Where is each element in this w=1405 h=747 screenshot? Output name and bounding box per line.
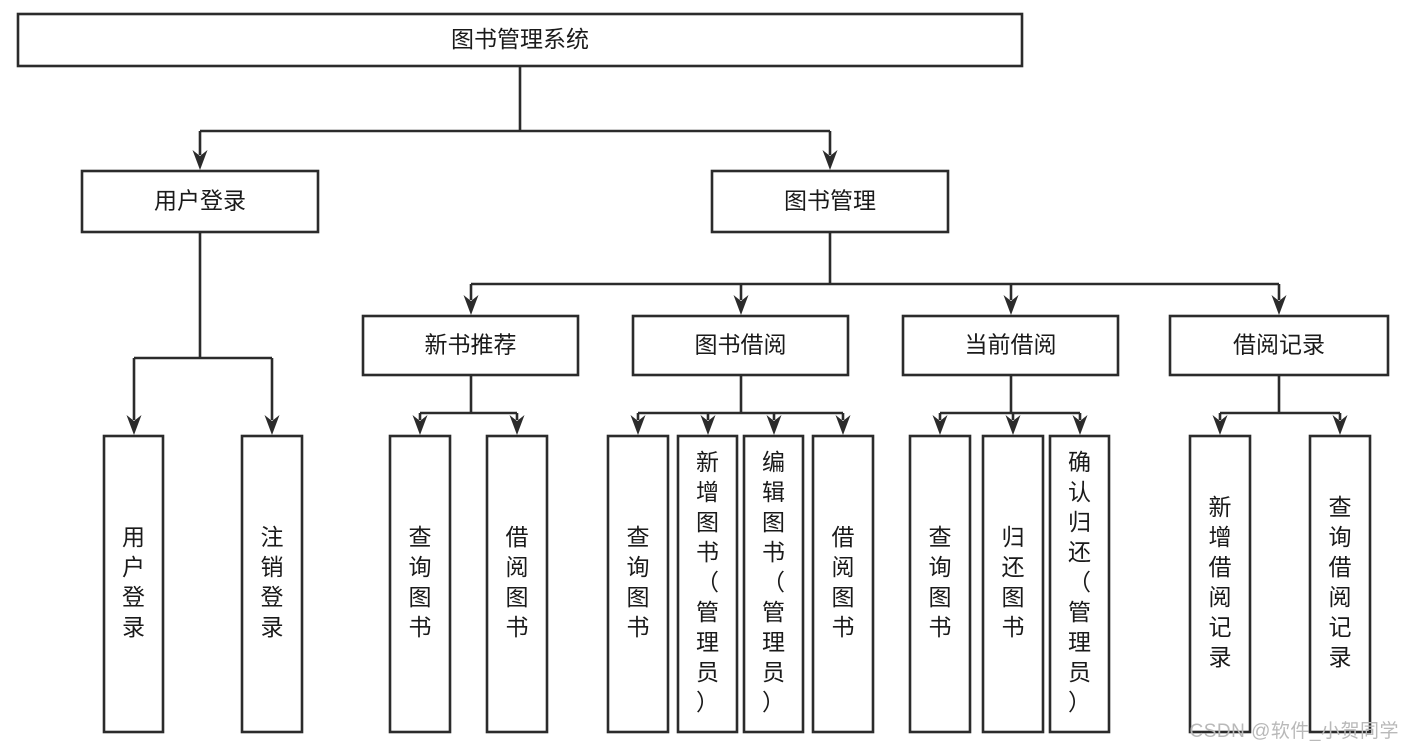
node-leaf-cu-confirm[interactable]: 确认归还（管理员） [1048,434,1111,734]
arrowhead-icon [630,415,646,435]
node-l2-user-login[interactable]: 用户登录 [80,169,320,234]
arrowhead-icon [192,150,208,170]
arrowhead-icon [822,150,838,170]
arrowhead-icon [1332,415,1348,435]
node-box [1048,434,1111,734]
node-leaf-nb-borrow[interactable]: 借阅图书 [485,434,549,734]
node-label: 借阅图书 [832,524,855,640]
node-label: 查询图书 [409,524,432,640]
arrowhead-icon [126,415,142,435]
arrowhead-icon [1005,415,1021,435]
node-label: 新增图书（管理员） [696,449,719,715]
connector-layer [126,66,1348,435]
node-label: 借阅记录 [1233,332,1325,358]
arrowhead-icon [463,295,479,315]
arrowhead-icon [835,415,851,435]
node-label: 新增借阅记录 [1209,494,1232,670]
node-box [361,314,580,377]
arrowhead-icon [509,415,525,435]
node-leaf-bo-query[interactable]: 查询图书 [606,434,670,734]
node-box [606,434,670,734]
arrowhead-icon [733,295,749,315]
node-label: 新书推荐 [425,332,517,358]
arrowhead-icon [932,415,948,435]
node-leaf-rc-add[interactable]: 新增借阅记录 [1188,434,1252,734]
node-label: 确认归还（管理员） [1068,449,1091,715]
node-label: 查询图书 [929,524,952,640]
node-box [631,314,850,377]
node-leaf-logout[interactable]: 注销登录 [240,434,304,734]
arrowhead-icon [1271,295,1287,315]
node-box [1308,434,1372,734]
node-leaf-user-login[interactable]: 用户登录 [102,434,165,734]
node-box [901,314,1120,377]
node-box [1188,434,1252,734]
arrowhead-icon [264,415,280,435]
node-box [676,434,739,734]
node-label: 用户登录 [122,524,145,640]
arrowhead-icon [700,415,716,435]
node-label: 图书管理 [784,188,876,214]
node-label: 编辑图书（管理员） [762,449,785,715]
node-box [710,169,950,234]
arrowhead-icon [412,415,428,435]
node-label: 查询图书 [627,524,650,640]
node-label: 图书管理系统 [451,26,589,52]
node-layer: 图书管理系统用户登录图书管理新书推荐图书借阅当前借阅借阅记录用户登录注销登录查询… [16,12,1390,734]
node-leaf-cu-query[interactable]: 查询图书 [908,434,972,734]
node-leaf-nb-query[interactable]: 查询图书 [388,434,452,734]
node-root[interactable]: 图书管理系统 [16,12,1024,68]
node-label: 注销登录 [261,524,284,640]
node-label: 借阅图书 [506,524,529,640]
node-box [16,12,1024,68]
node-label: 用户登录 [154,188,246,214]
node-label: 归还图书 [1002,524,1025,640]
node-box [80,169,320,234]
node-l2-book-mgmt[interactable]: 图书管理 [710,169,950,234]
node-label: 查询借阅记录 [1329,494,1352,670]
node-leaf-rc-query[interactable]: 查询借阅记录 [1308,434,1372,734]
node-box [1168,314,1390,377]
node-l3-borrow[interactable]: 图书借阅 [631,314,850,377]
node-box [102,434,165,734]
node-l3-new-book[interactable]: 新书推荐 [361,314,580,377]
node-box [811,434,875,734]
watermark-text: CSDN @软件_小贺同学 [1189,721,1399,742]
arrowhead-icon [1003,295,1019,315]
node-box [485,434,549,734]
arrowhead-icon [1072,415,1088,435]
arrowhead-icon [1212,415,1228,435]
node-leaf-bo-edit[interactable]: 编辑图书（管理员） [742,434,805,734]
node-box [981,434,1045,734]
node-leaf-bo-borrow[interactable]: 借阅图书 [811,434,875,734]
node-box [742,434,805,734]
node-box [388,434,452,734]
arrowhead-icon [766,415,782,435]
node-label: 图书借阅 [695,332,787,358]
node-l3-record[interactable]: 借阅记录 [1168,314,1390,377]
node-leaf-cu-return[interactable]: 归还图书 [981,434,1045,734]
node-leaf-bo-add[interactable]: 新增图书（管理员） [676,434,739,734]
node-label: 当前借阅 [965,332,1057,358]
node-box [240,434,304,734]
node-l3-current[interactable]: 当前借阅 [901,314,1120,377]
node-box [908,434,972,734]
